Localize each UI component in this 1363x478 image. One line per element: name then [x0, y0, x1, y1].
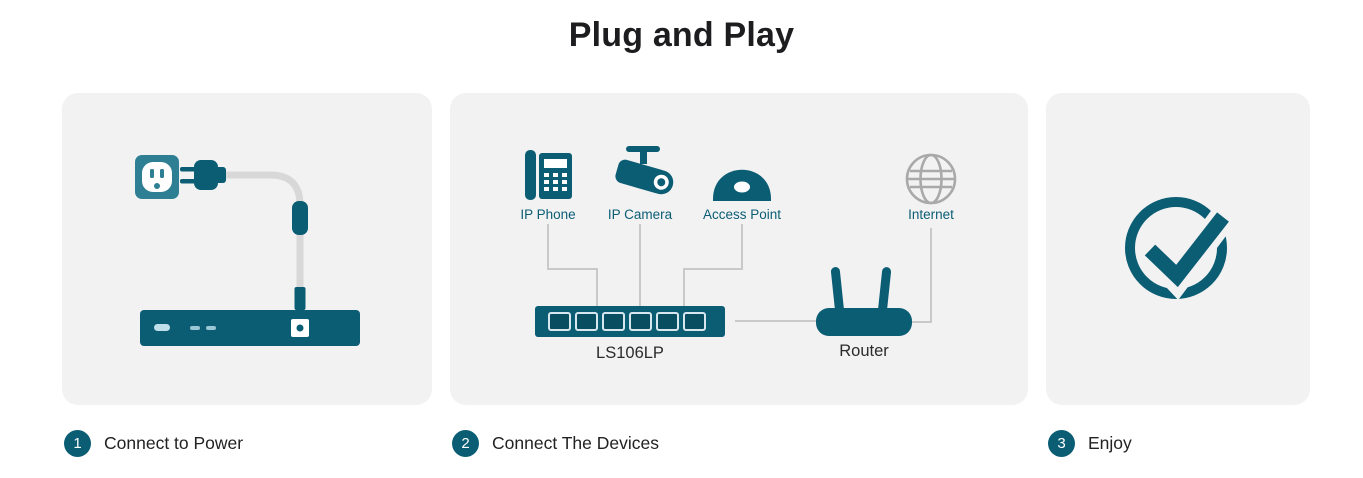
step-2-label: Connect The Devices: [492, 433, 659, 453]
ip-phone-icon: [525, 150, 572, 200]
connection-lines: [547, 224, 932, 323]
panel-enjoy: [1046, 93, 1310, 405]
step-1: 1 Connect to Power: [64, 430, 243, 457]
cable-connector: [294, 287, 306, 310]
router-icon: [816, 267, 912, 336]
step-3: 3 Enjoy: [1048, 430, 1132, 457]
device-label-ip-camera: IP Camera: [607, 207, 673, 222]
router-label: Router: [839, 342, 889, 360]
switch-icon: [535, 306, 725, 337]
step-1-label: Connect to Power: [104, 433, 244, 453]
device-label-internet: Internet: [908, 207, 954, 222]
panel-connect-devices: IP Phone IP Camera Access Point Internet…: [450, 93, 1028, 405]
access-point-icon: [713, 169, 771, 201]
power-illustration: [135, 155, 360, 346]
ip-camera-icon: [615, 146, 674, 195]
enjoy-illustration: [1125, 197, 1238, 300]
panel-connect-power: [62, 93, 432, 405]
checkmark-icon: [1125, 197, 1238, 300]
step-3-label: Enjoy: [1088, 433, 1132, 453]
switch-model-label: LS106LP: [596, 344, 664, 362]
devices-illustration: [525, 146, 957, 337]
step-2: 2 Connect The Devices: [452, 430, 659, 457]
wall-outlet-icon: [135, 155, 179, 199]
power-adapter: [292, 201, 308, 235]
internet-globe-icon: [905, 153, 957, 205]
step-2-badge: 2: [452, 430, 479, 457]
power-cable: [222, 171, 304, 297]
step-1-badge: 1: [64, 430, 91, 457]
device-label-ip-phone: IP Phone: [520, 207, 576, 222]
switch-illustration: [140, 310, 360, 346]
page-title: Plug and Play: [568, 16, 795, 54]
power-plug-icon: [180, 160, 226, 190]
device-label-access-point: Access Point: [702, 207, 782, 222]
step-3-badge: 3: [1048, 430, 1075, 457]
